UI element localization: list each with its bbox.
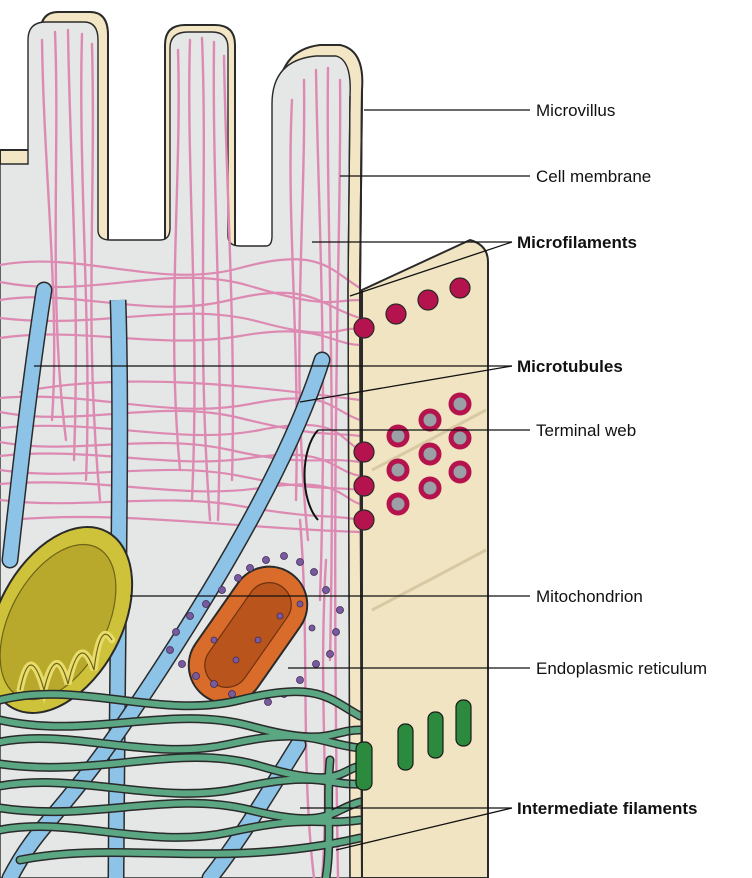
label-microtubules: Microtubules — [517, 357, 623, 376]
label-cell-membrane: Cell membrane — [536, 167, 651, 186]
label-intermediate-filaments: Intermediate filaments — [517, 799, 697, 818]
label-endoplasmic-reticulum: Endoplasmic reticulum — [536, 659, 707, 678]
label-mitochondrion: Mitochondrion — [536, 587, 643, 606]
label-terminal-web: Terminal web — [536, 421, 636, 440]
label-microvillus: Microvillus — [536, 101, 615, 120]
label-microfilaments: Microfilaments — [517, 233, 637, 252]
